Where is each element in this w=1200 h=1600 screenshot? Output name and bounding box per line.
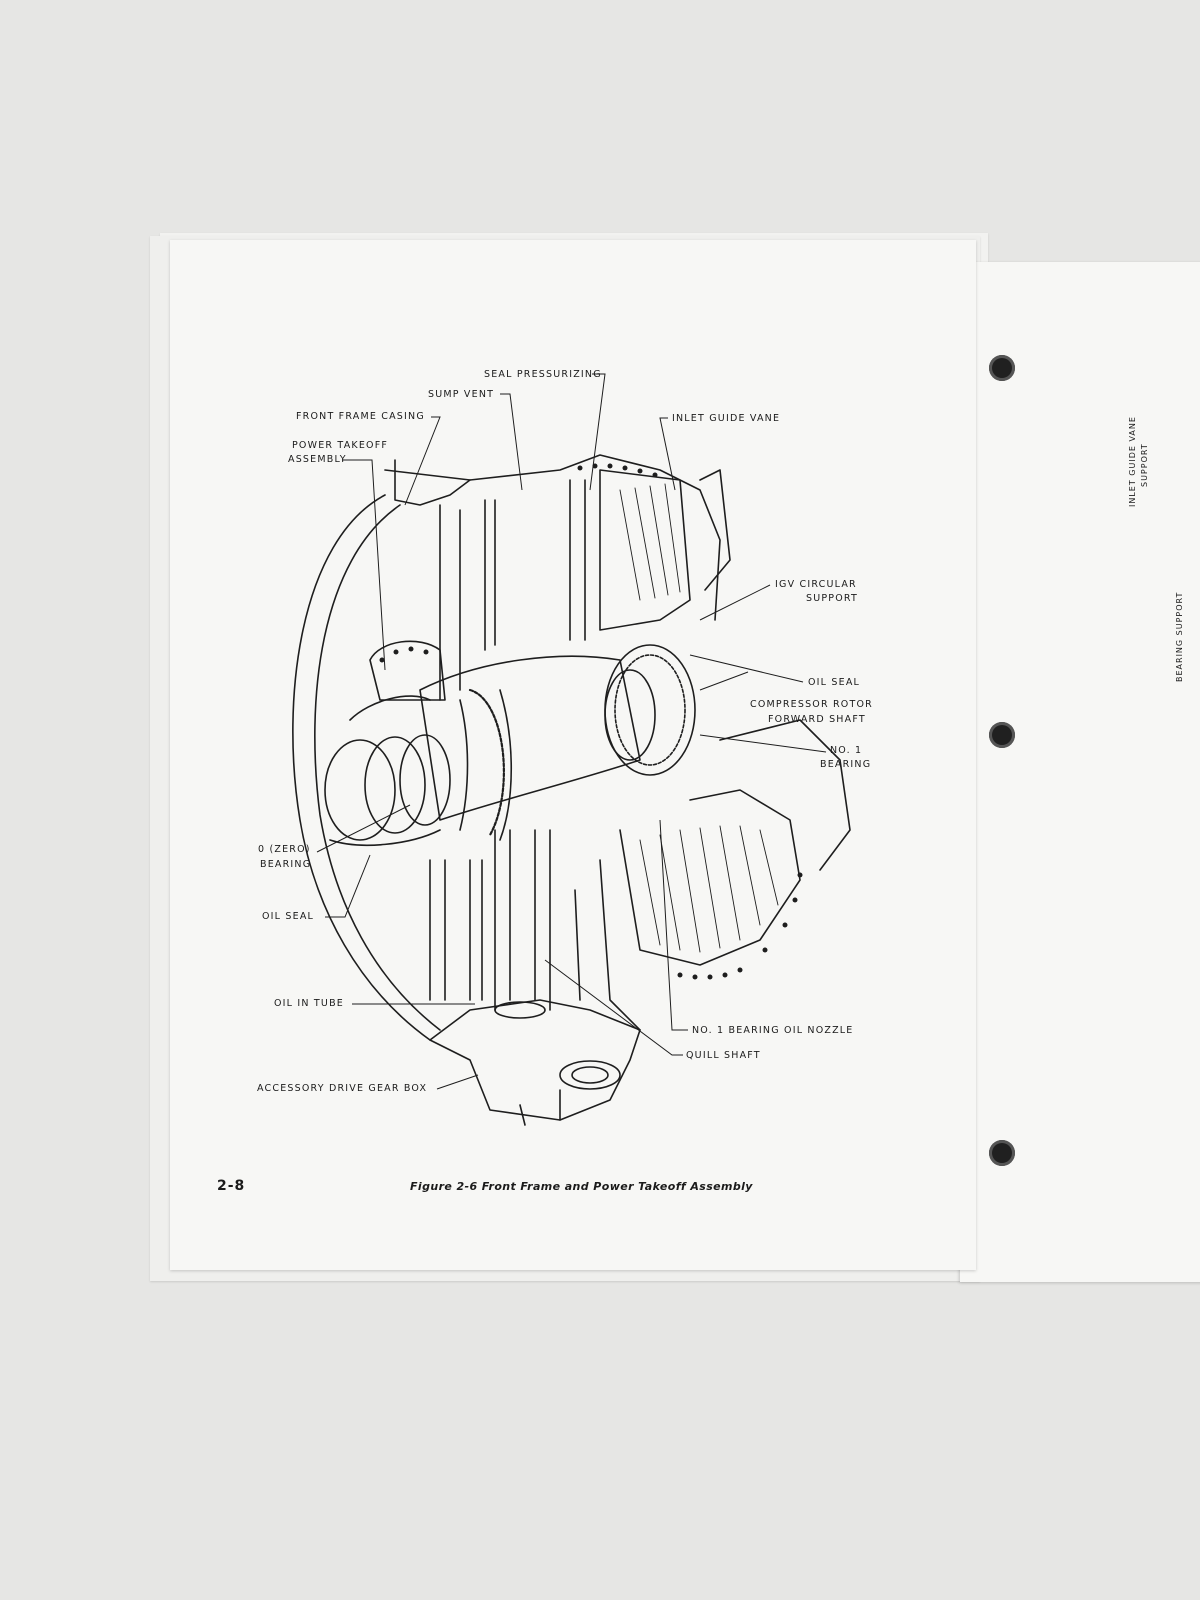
label-oil-seal-left: OIL SEAL — [262, 911, 315, 922]
page-number: 2-8 — [217, 1178, 246, 1194]
leader-no1-bearing — [699, 734, 827, 753]
leader-seal-pressurizing — [589, 373, 606, 491]
label-igv-circular-2: SUPPORT — [806, 593, 859, 604]
label-compressor-2: FORWARD SHAFT — [768, 714, 866, 725]
leader-quill-shaft — [544, 959, 683, 1056]
power-takeoff-flange — [369, 640, 446, 701]
zero-bearing-opening — [324, 739, 396, 841]
leader-power-takeoff — [342, 459, 386, 671]
oil-in-tube — [469, 859, 483, 1001]
label-front-frame-casing: FRONT FRAME CASING — [296, 411, 425, 422]
front-frame-outer — [292, 494, 431, 1041]
label-compressor-1: COMPRESSOR ROTOR — [750, 699, 873, 710]
main-page — [170, 240, 976, 1270]
leader-oil-seal-right — [689, 654, 804, 683]
label-accessory-drive: ACCESSORY DRIVE GEAR BOX — [257, 1083, 428, 1094]
label-zero-bearing-1: 0 (ZERO) — [258, 844, 311, 855]
casing-top — [384, 454, 721, 621]
binder-hole-bottom — [989, 1140, 1015, 1166]
label-no1-bearing-1: NO. 1 — [830, 745, 863, 756]
igv-housing — [599, 469, 691, 631]
leader-oil-seal-left — [325, 854, 371, 918]
casing-inner-wall — [439, 479, 586, 701]
label-sump-vent: SUMP VENT — [428, 389, 495, 400]
binder-hole-top — [989, 355, 1015, 381]
label-seal-pressurizing: SEAL PRESSURIZING — [484, 369, 602, 380]
front-frame-inner — [314, 504, 441, 1031]
right-page: INLET GUIDE VANE SUPPORT BEARING SUPPORT — [960, 262, 1200, 1282]
binder-hole-middle — [989, 722, 1015, 748]
label-zero-bearing-2: BEARING — [260, 859, 312, 870]
compressor-rotor — [619, 789, 801, 966]
label-power-takeoff-1: POWER TAKEOFF — [292, 440, 389, 451]
leader-compressor — [699, 671, 749, 691]
label-no1-oil-nozzle: NO. 1 BEARING OIL NOZZLE — [692, 1025, 854, 1036]
leader-front-frame-casing — [404, 416, 441, 506]
figure-caption: Figure 2-6 Front Frame and Power Takeoff… — [410, 1180, 753, 1193]
label-power-takeoff-2: ASSEMBLY — [288, 454, 347, 465]
leader-zero-bearing — [316, 804, 411, 853]
quill-shaft — [509, 829, 536, 1001]
gearbox-port — [559, 1060, 621, 1090]
leader-accessory-drive — [436, 1074, 479, 1090]
leader-inlet-guide-vane — [659, 417, 676, 491]
label-oil-seal-right: OIL SEAL — [808, 677, 861, 688]
label-oil-in-tube: OIL IN TUBE — [274, 998, 344, 1009]
accessory-gearbox — [429, 999, 641, 1121]
gear-ring — [468, 688, 505, 837]
label-igv-circular-1: IGV CIRCULAR — [775, 579, 857, 590]
leader-sump-vent — [500, 393, 523, 491]
label-quill-shaft: QUILL SHAFT — [686, 1050, 761, 1061]
leader-igv-circular — [699, 584, 771, 621]
leader-no1-oil-nozzle — [659, 819, 688, 1031]
label-no1-bearing-2: BEARING — [820, 759, 872, 770]
label-inlet-guide-vane: INLET GUIDE VANE — [672, 413, 781, 424]
center-housing — [419, 655, 641, 821]
